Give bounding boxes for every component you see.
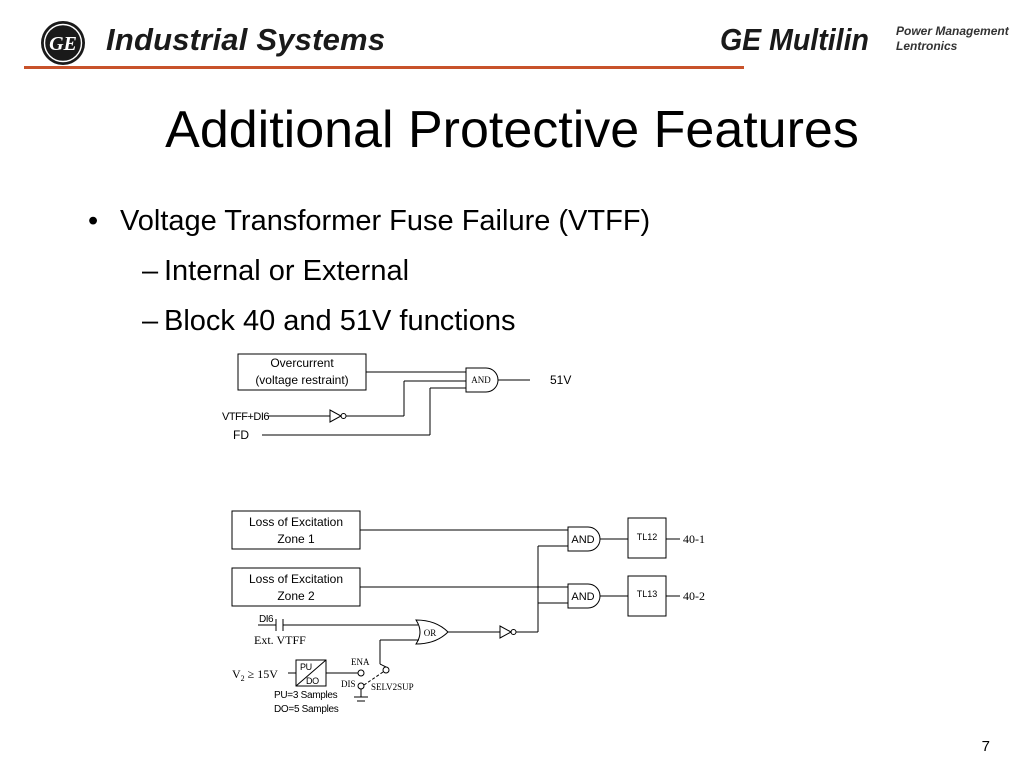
v2-label: V2≥ 15V [232,667,278,683]
loe-zone1-label-1: Loss of Excitation [249,515,343,529]
ge-logo: GE [41,21,85,65]
header-divider [24,66,744,69]
bullet-marker: – [142,305,159,337]
bullet-marker: – [142,255,159,287]
dis-contact [357,682,365,690]
and-gate-51v [465,367,499,393]
brand-subtitle-line1: Power Management [896,24,1009,38]
or-gate-label: OR [424,628,437,638]
ena-label: ENA [351,657,370,667]
output-51v-label: 51V [550,373,571,387]
and-gate-zone2 [567,583,601,609]
ext-vtff-label: Ext. VTFF [254,633,306,647]
timer-tl13-label: TL13 [637,589,658,599]
or-gate [415,619,449,645]
selv2sup-label: SELV2SUP [371,682,414,692]
do-label: DO [306,676,319,686]
brand-subtitle: Power Management Lentronics [896,24,1009,54]
bullet-text: Internal or External [164,255,410,287]
ge-logo-text: GE [49,33,77,55]
dis-label: DIS [341,679,356,689]
pu-label: PU [300,662,312,672]
timer-tl12 [627,517,667,559]
and-gate-zone2-label: AND [571,591,594,603]
bullet-item-2: –Internal or External [142,255,409,288]
pu-samples-note: PU=3 Samples [274,690,338,701]
bullet-text: Block 40 and 51V functions [164,305,516,337]
loe-zone1-label-2: Zone 1 [277,532,315,546]
overcurrent-label-2: (voltage restraint) [255,373,348,387]
selector-pivot [382,666,390,674]
ena-contact [357,669,365,677]
and-gate-label: AND [471,375,491,385]
timer-tl12-label: TL12 [637,532,658,542]
vtff-input-label: VTFF+DI6 [222,411,269,423]
loe-zone2-label-2: Zone 2 [277,589,315,603]
page-title: Additional Protective Features [165,101,859,159]
slide-number: 7 [981,738,990,755]
brand-subtitle-line2: Lentronics [896,39,958,53]
overcurrent-label-1: Overcurrent [270,356,334,370]
bullet-text: Voltage Transformer Fuse Failure (VTFF) [120,205,651,237]
bullet-item-1: • Voltage Transformer Fuse Failure (VTFF) [88,205,650,238]
output-40-2-label: 40-2 [683,589,705,603]
section-title: Industrial Systems [106,22,386,57]
bullet-marker: • [88,205,99,237]
and-gate-zone1-label: AND [571,534,594,546]
do-samples-note: DO=5 Samples [274,704,339,715]
and-gate-zone1 [567,526,601,552]
di6-label: DI6 [259,614,274,625]
bullet-item-3: –Block 40 and 51V functions [142,305,515,338]
output-40-1-label: 40-1 [683,532,705,546]
fd-input-label: FD [233,428,249,442]
loe-zone2-label-1: Loss of Excitation [249,572,343,586]
brand-name: GE Multilin [720,22,869,57]
